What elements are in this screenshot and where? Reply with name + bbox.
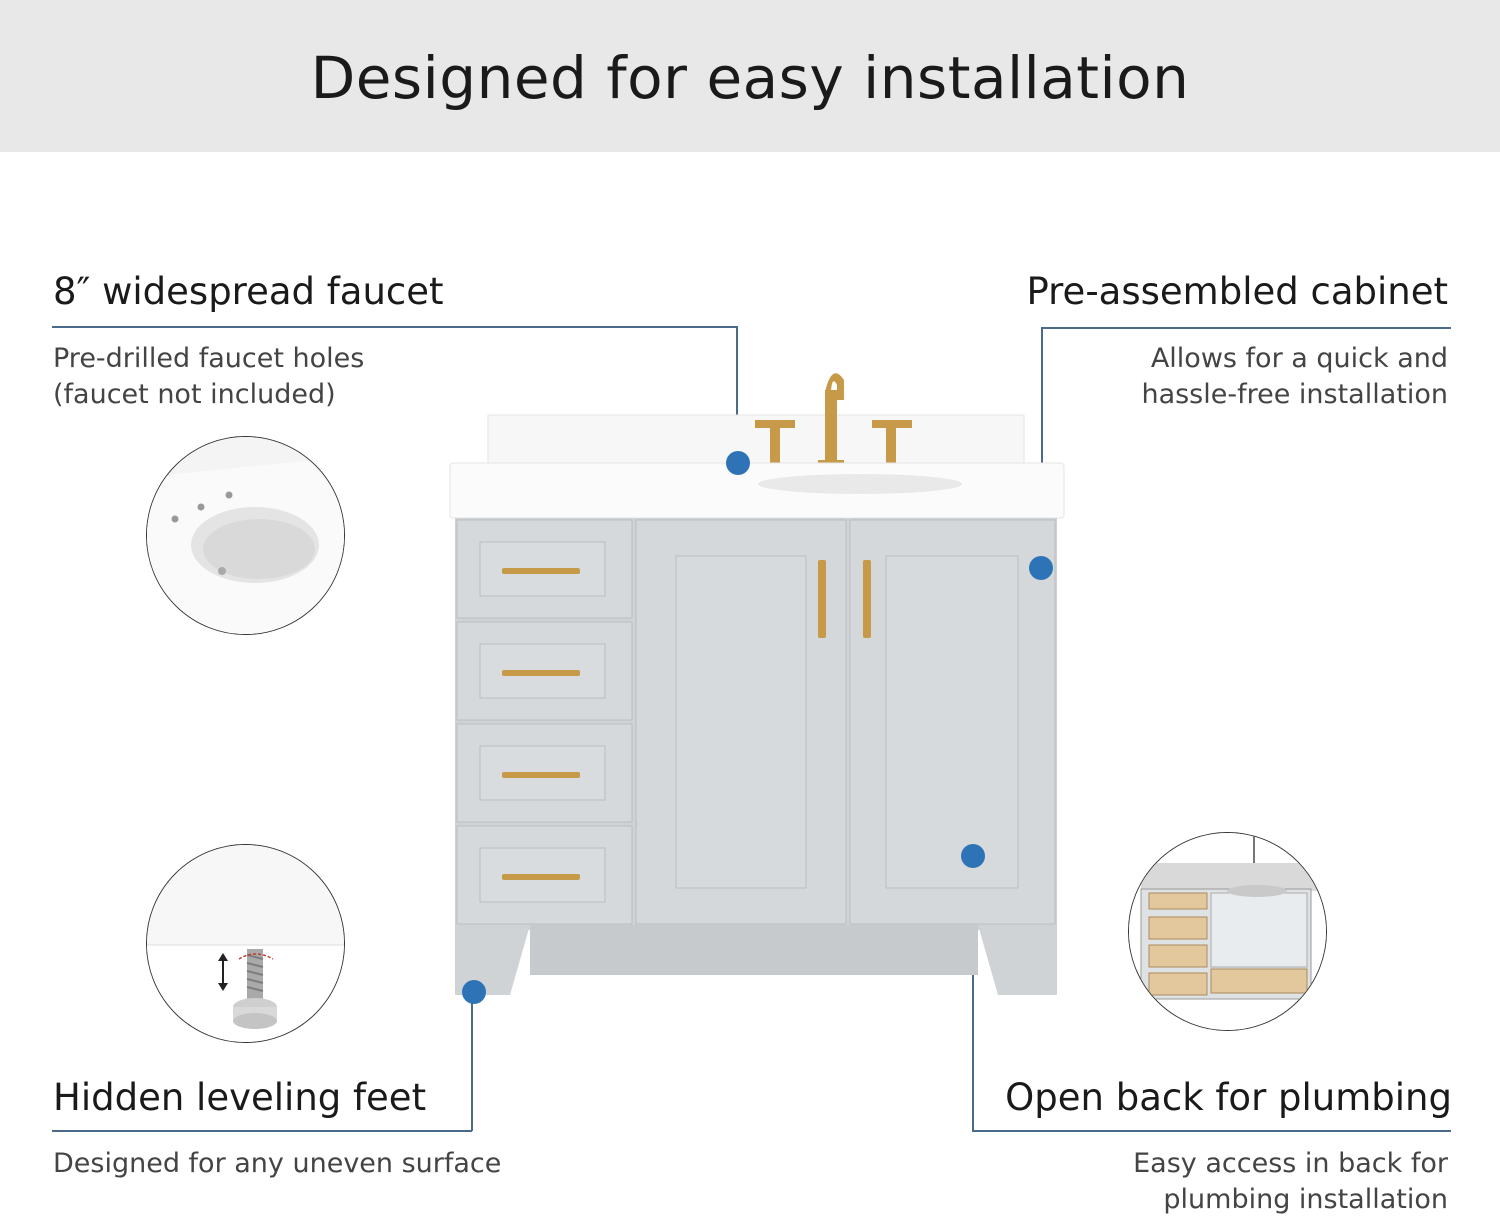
cabinet-callout-dot — [1029, 556, 1053, 580]
cabinet-leader-line — [1041, 327, 1043, 567]
leveling-foot-icon — [146, 844, 345, 1043]
cabinet-feature-title: Pre-assembled cabinet — [1026, 270, 1449, 313]
faucet-icon — [755, 373, 912, 466]
faucet-callout-dot — [726, 451, 750, 475]
feet-leader-line — [471, 992, 473, 1131]
plumbing-callout-dot — [961, 844, 985, 868]
feet-feature-title: Hidden leveling feet — [53, 1076, 427, 1119]
sink-basin-icon — [146, 436, 345, 635]
open-back-cabinet-icon — [1128, 832, 1327, 1031]
faucet-underline — [52, 326, 737, 328]
header-banner: Designed for easy installation — [0, 0, 1500, 152]
feet-callout-dot — [462, 980, 486, 1004]
faucet-leader-line — [736, 326, 738, 462]
feet-feature-description: Designed for any uneven surface — [53, 1148, 502, 1179]
cabinet-underline — [1041, 327, 1451, 329]
plumbing-underline — [972, 1130, 1451, 1132]
page-title: Designed for easy installation — [310, 44, 1190, 112]
faucet-feature-description: Pre-drilled faucet holes (faucet not inc… — [53, 343, 365, 410]
plumbing-feature-description: Easy access in back for plumbing install… — [1133, 1148, 1448, 1215]
plumbing-leader-line — [972, 855, 974, 1131]
feet-underline — [52, 1130, 472, 1132]
faucet-feature-title: 8″ widespread faucet — [53, 270, 444, 313]
cabinet-doors — [635, 519, 1056, 925]
plumbing-feature-title: Open back for plumbing — [1005, 1076, 1452, 1119]
cabinet-feature-description: Allows for a quick and hassle-free insta… — [1141, 343, 1448, 410]
vanity-image — [449, 373, 1065, 995]
